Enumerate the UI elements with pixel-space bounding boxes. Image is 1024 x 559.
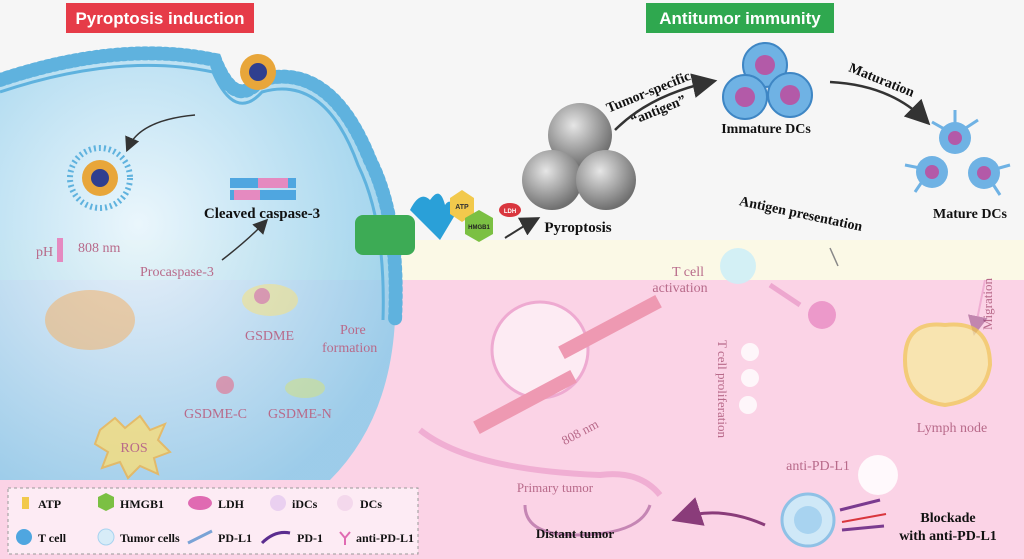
- legend-label-ldh: LDH: [218, 497, 245, 511]
- antigen-arrow: [614, 73, 718, 131]
- legend-label-dcs: DCs: [360, 497, 382, 511]
- primary-tumor-label: Primary tumor: [517, 480, 594, 495]
- ph-bar-icon: [57, 238, 63, 262]
- migration-arrow: [967, 279, 988, 336]
- antitumor-title-box: [646, 3, 834, 33]
- atp-small-label: ATP: [455, 204, 469, 211]
- distant-tumor-arrow: [671, 497, 766, 527]
- proliferating-tcells-icon: [739, 343, 759, 414]
- tcell-activation-icon: [720, 248, 756, 284]
- legend-label-tcell: T cell: [38, 531, 67, 545]
- anti-pdl1-icon: [339, 531, 351, 545]
- mouse-silhouette-icon: [418, 427, 663, 497]
- mature-dcs-icon: [904, 110, 1011, 196]
- immature-dcs-label: Immature DCs: [721, 122, 811, 137]
- pyroptosis-title-box: [66, 3, 254, 33]
- antitumor-title: Antitumor immunity: [659, 9, 821, 28]
- pyroptosis-label: Pyroptosis: [544, 220, 611, 236]
- nm808-left-label: 808 nm: [78, 241, 121, 256]
- ros-icon: [93, 414, 172, 480]
- legend-label-hmgb1: HMGB1: [120, 497, 164, 511]
- legend-label-pd1: PD-1: [297, 531, 323, 545]
- hmgb1-small-icon: [465, 210, 493, 242]
- cell-membrane-inner: [0, 63, 385, 321]
- pdl1-icon: [187, 529, 213, 545]
- presentation-tick: [829, 247, 839, 267]
- dc-presenting-icon: [808, 301, 836, 329]
- ros-label: ROS: [120, 441, 147, 456]
- tcell-proliferation-label: T cell proliferation: [715, 340, 730, 438]
- nanoparticle-membrane-icon: [240, 54, 276, 90]
- distant-tumor-mouse-icon: [523, 504, 652, 537]
- tumor-cell-icon: [97, 528, 115, 546]
- primary-tumor-cluster-icon: [473, 294, 662, 435]
- procaspase-label: Procaspase-3: [140, 265, 214, 280]
- gsdme-n-icon: [285, 378, 325, 398]
- migration-label: Migration: [980, 278, 995, 330]
- gsdme-label: GSDME: [245, 329, 294, 344]
- pyroptosis-title: Pyroptosis induction: [75, 9, 244, 28]
- lymph-node-label: Lymph node: [917, 421, 987, 436]
- legend-label-anti-pdl1: anti-PD-L1: [356, 531, 414, 545]
- gsdme-c-label: GSDME-C: [184, 407, 247, 422]
- ldh-small-icon: [499, 203, 521, 217]
- distant-tumor-label: Distant tumor: [536, 526, 615, 541]
- tcell-activation-label-1: T cell: [672, 265, 704, 280]
- anti-pdl1-label: anti-PD-L1: [786, 459, 850, 474]
- legend-label-atp: ATP: [38, 497, 61, 511]
- pore-formation-label-2: formation: [322, 341, 377, 356]
- ldh-icon: [188, 496, 212, 510]
- atp-small-icon: [450, 190, 474, 222]
- pore-formation-label-1: Pore: [340, 323, 366, 338]
- hmgb1-small-label: HMGB1: [468, 225, 490, 231]
- dc-icon: [337, 495, 353, 511]
- legend: ATP HMGB1 LDH iDCs DCs T cell Tumor cell…: [7, 487, 419, 555]
- cleaved-caspase-icon: [230, 178, 296, 200]
- atp-icon: [22, 497, 29, 509]
- mitochondria-icon: [45, 290, 135, 350]
- cleaved-caspase-label: Cleaved caspase-3: [204, 206, 320, 222]
- activation-link: [768, 282, 802, 308]
- gsdme-pore-icon: [355, 193, 455, 255]
- ldh-small-label: LDH: [504, 209, 516, 215]
- hmgb1-icon: [98, 493, 114, 511]
- gsdme-c-icon: [216, 376, 234, 394]
- idc-icon: [270, 495, 286, 511]
- lymph-node-icon: [902, 322, 993, 408]
- legend-label-tumor-cells: Tumor cells: [120, 531, 180, 545]
- internalization-arrow: [125, 114, 196, 153]
- blockade-label-2: with anti-PD-L1: [899, 529, 997, 544]
- tumor-cell-blockade-icon: [858, 455, 898, 495]
- legend-label-pdl1: PD-L1: [218, 531, 252, 545]
- mature-dcs-label: Mature DCs: [933, 207, 1008, 222]
- pd1-pdl1-binding-icon: [839, 498, 887, 532]
- tcell-icon: [16, 529, 32, 545]
- tcell-activation-label-2: activation: [652, 281, 707, 296]
- legend-label-idcs: iDCs: [292, 497, 318, 511]
- immature-dcs-icon: [722, 42, 813, 120]
- maturation-arrow: [829, 80, 931, 126]
- blockade-label-1: Blockade: [920, 511, 975, 526]
- ph-label: pH: [36, 245, 53, 260]
- pyroptosis-arrow: [504, 217, 541, 239]
- pd1-icon: [260, 531, 291, 545]
- gsdme-icon: [242, 284, 298, 316]
- tumor-cell-body: [0, 53, 396, 480]
- nanoparticle-endosome-icon: [67, 145, 133, 211]
- tcell-blockade-icon: [780, 492, 836, 548]
- pyroptotic-cells-icon: [522, 103, 636, 210]
- gsdme-n-label: GSDME-N: [268, 407, 332, 422]
- caspase-arrow: [221, 218, 269, 261]
